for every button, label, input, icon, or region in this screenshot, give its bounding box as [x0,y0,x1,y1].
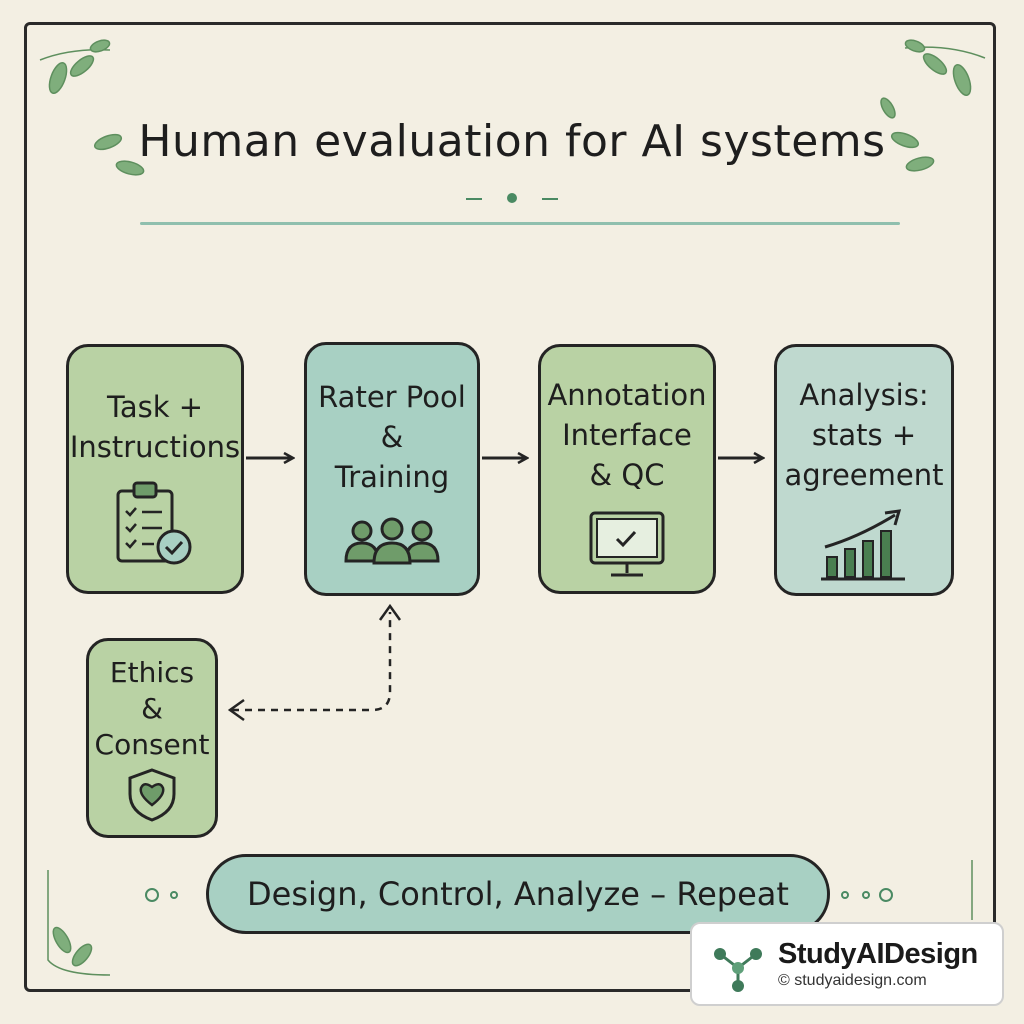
loop-dots [145,888,893,902]
ethics-consent-box: Ethics & Consent [86,638,218,838]
bar-chart-up-icon [821,509,905,581]
monitor-check-icon [589,511,665,577]
step-rater-pool-training: Rater Pool & Training [304,342,480,596]
step-label: Rater Pool & Training [318,380,466,494]
shield-heart-icon [128,768,176,822]
step-label: Analysis: stats + agreement [784,378,944,492]
brand-url: © studyaidesign.com [778,972,927,989]
loop-banner: Design, Control, Analyze – Repeat [206,854,830,934]
title-underline [140,222,900,225]
ethics-label: Ethics & Consent [94,656,210,761]
people-group-icon [344,517,440,565]
dashed-link-ethics-rater [232,612,392,712]
arrowhead-left-icon [227,698,245,722]
diagram-frame [24,22,996,992]
step-task-instructions: Task + Instructions [66,344,244,594]
leaf-sprig-icon [39,39,986,976]
molecule-logo-icon [714,948,762,992]
step-label: Annotation Interface & QC [547,378,707,492]
clipboard-check-icon [116,481,192,565]
loop-banner-label: Design, Control, Analyze – Repeat [247,875,789,913]
step-annotation-interface-qc: Annotation Interface & QC [538,344,716,594]
brand-name: StudyAIDesign [778,938,978,970]
step-analysis-stats-agreement: Analysis: stats + agreement [774,344,954,596]
brand-badge: StudyAIDesign © studyaidesign.com [690,922,1004,1006]
title-ornament [466,193,558,203]
page-title: Human evaluation for AI systems [138,116,886,167]
arrowhead-up-icon [378,603,402,621]
step-label: Task + Instructions [69,390,241,464]
